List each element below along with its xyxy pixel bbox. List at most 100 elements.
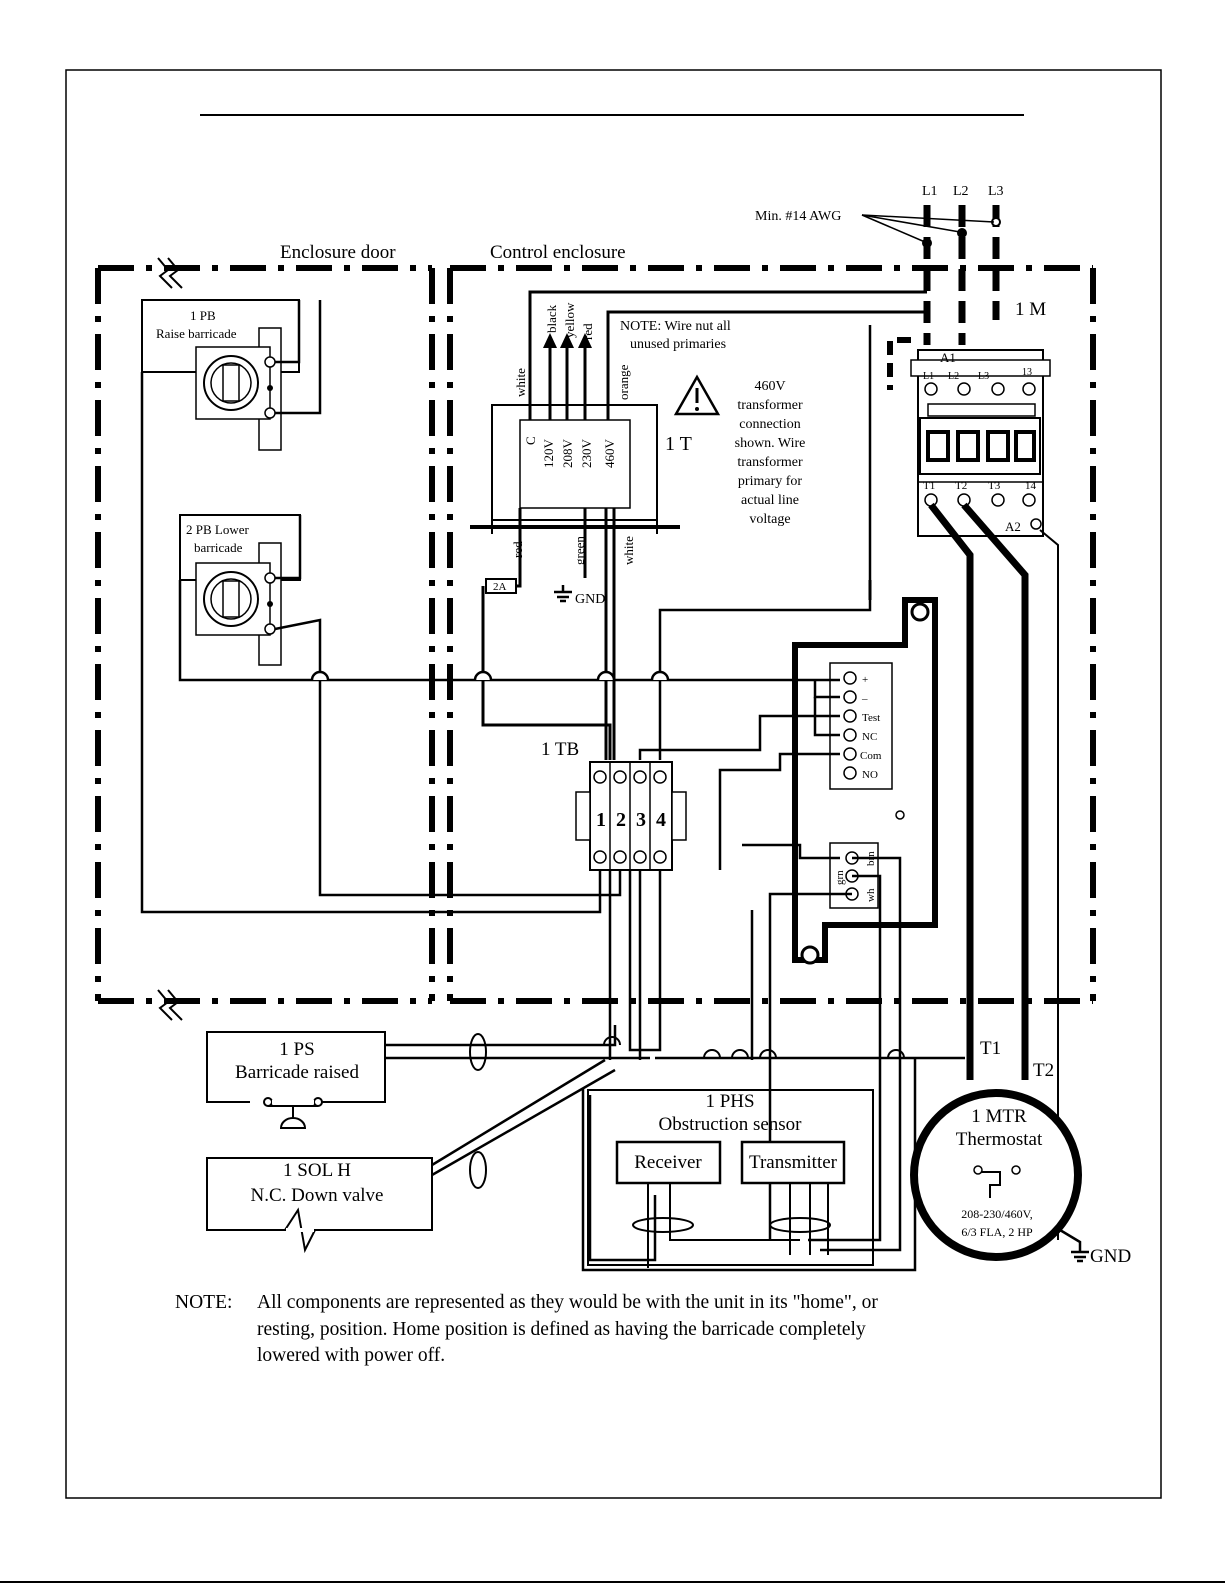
secondary-leads	[481, 508, 616, 760]
transformer	[470, 404, 680, 534]
motor	[910, 1089, 1082, 1261]
contactor-l2: L2	[948, 371, 959, 382]
ground-icon	[554, 585, 572, 603]
control-enclosure-boundary	[447, 265, 1096, 1004]
l1-splice	[922, 238, 932, 248]
tap-208v-label: 208V	[560, 439, 575, 469]
svg-text:connection: connection	[739, 417, 800, 432]
sensor-com: Com	[860, 750, 882, 762]
bottom-rule	[0, 1581, 1225, 1583]
motor-lead-t1: T1	[980, 1038, 1001, 1059]
fuse-label: 2A	[493, 581, 507, 593]
solenoid-valve	[206, 1157, 433, 1254]
receiver-label: Receiver	[634, 1152, 702, 1173]
supply-l2-label: L2	[953, 184, 969, 199]
motor-spec-1: 208-230/460V,	[961, 1207, 1032, 1221]
contactor-tag: 1 M	[1015, 299, 1046, 320]
contactor-14: 14	[1025, 480, 1037, 492]
coil-a2-label: A2	[1005, 519, 1021, 534]
pb2-desc: barricade	[194, 540, 243, 555]
wire-red-label: red	[580, 323, 595, 340]
contactor-t1: T1	[923, 480, 935, 492]
sensor-plus: +	[862, 674, 868, 686]
gnd-label: GND	[575, 592, 605, 607]
svg-text:shown. Wire: shown. Wire	[735, 436, 806, 451]
wire-nut-note-1: NOTE: Wire nut all	[620, 319, 731, 334]
break-mark-top	[157, 257, 183, 289]
tap-460v-label: 460V	[602, 439, 617, 469]
contactor-t3: T3	[988, 480, 1001, 492]
sensor-module	[792, 597, 938, 965]
break-mark-bottom	[157, 989, 183, 1021]
contactor-l1: L1	[923, 371, 934, 382]
svg-text:primary for: primary for	[738, 474, 802, 489]
motor-leads	[928, 502, 1029, 1080]
wire-black-label: black	[544, 304, 559, 333]
sol-tag: 1 SOL H	[283, 1160, 351, 1181]
footnote-body: All components are represented as they w…	[257, 1292, 878, 1366]
sensor-grn: grn	[834, 870, 846, 885]
motor-lead-t2: T2	[1033, 1060, 1054, 1081]
svg-text:actual line: actual line	[741, 493, 799, 508]
sensor-nc: NC	[862, 731, 877, 743]
transformer-tag: 1 T	[665, 433, 692, 455]
svg-text:transformer: transformer	[737, 455, 803, 470]
transformer-note: 460V transformer connection shown. Wire …	[735, 379, 806, 527]
wire-green-label: green	[572, 536, 587, 565]
wire-white-label: white	[513, 368, 528, 397]
wire-yellow-label: yellow	[562, 302, 577, 338]
terminal-block-tag: 1 TB	[541, 739, 579, 760]
pb1-tag: 1 PB	[190, 308, 216, 323]
svg-text:460V: 460V	[754, 379, 785, 394]
motor-gnd-label: GND	[1090, 1246, 1131, 1267]
contactor-13: 13	[1022, 367, 1032, 378]
motor-tag: 1 MTR	[971, 1106, 1027, 1127]
sol-desc: N.C. Down valve	[251, 1185, 384, 1206]
contactor-t2: T2	[955, 480, 967, 492]
tap-c-label: C	[523, 436, 538, 445]
svg-text:transformer: transformer	[737, 398, 803, 413]
transmitter-label: Transmitter	[749, 1152, 838, 1173]
supply-lines	[923, 205, 1000, 345]
supply-l1-label: L1	[922, 184, 938, 199]
wire-crossovers	[310, 670, 670, 681]
svg-text:voltage: voltage	[749, 512, 790, 527]
cable-bundles	[469, 1033, 905, 1189]
wire-orange-label: orange	[616, 364, 631, 400]
tb-4: 4	[656, 809, 666, 831]
sensor-minus: –	[861, 693, 868, 705]
tb-3: 3	[636, 809, 646, 831]
tb-1: 1	[596, 809, 606, 831]
wire-white2-label: white	[621, 536, 636, 565]
ps-tag: 1 PS	[279, 1039, 314, 1060]
min-awg-label: Min. #14 AWG	[755, 209, 841, 224]
l2-splice	[957, 228, 967, 238]
contactor	[910, 349, 1051, 537]
thermostat-label: Thermostat	[956, 1129, 1043, 1150]
coil-a1-label: A1	[940, 350, 956, 365]
enclosure-door-label: Enclosure door	[280, 242, 396, 263]
transformer-leads	[528, 290, 927, 420]
motor-ground-icon	[1059, 1228, 1089, 1263]
tap-120v-label: 120V	[541, 439, 556, 469]
pressure-switch	[206, 1031, 386, 1129]
ps-desc: Barricade raised	[235, 1062, 359, 1083]
wire-nut-note-2: unused primaries	[630, 337, 726, 352]
tap-230v-label: 230V	[579, 439, 594, 469]
tb-2: 2	[616, 809, 626, 831]
pushbutton-raise	[141, 299, 300, 451]
footnote-lead: NOTE:	[175, 1292, 233, 1313]
phs-desc: Obstruction sensor	[658, 1114, 802, 1135]
terminal-block	[575, 761, 687, 871]
motor-spec-2: 6/3 FLA, 2 HP	[961, 1225, 1033, 1239]
contactor-l3: L3	[978, 371, 989, 382]
lead-arrows	[543, 333, 592, 348]
pb2-tag: 2 PB Lower	[186, 522, 250, 537]
wire-red2-label: red	[510, 541, 525, 558]
sensor-wh: wh	[865, 888, 877, 902]
supply-l3-label: L3	[988, 184, 1004, 199]
page-frame	[65, 69, 1162, 1499]
enclosure-door-boundary	[95, 265, 435, 1004]
sensor-test: Test	[862, 712, 880, 724]
